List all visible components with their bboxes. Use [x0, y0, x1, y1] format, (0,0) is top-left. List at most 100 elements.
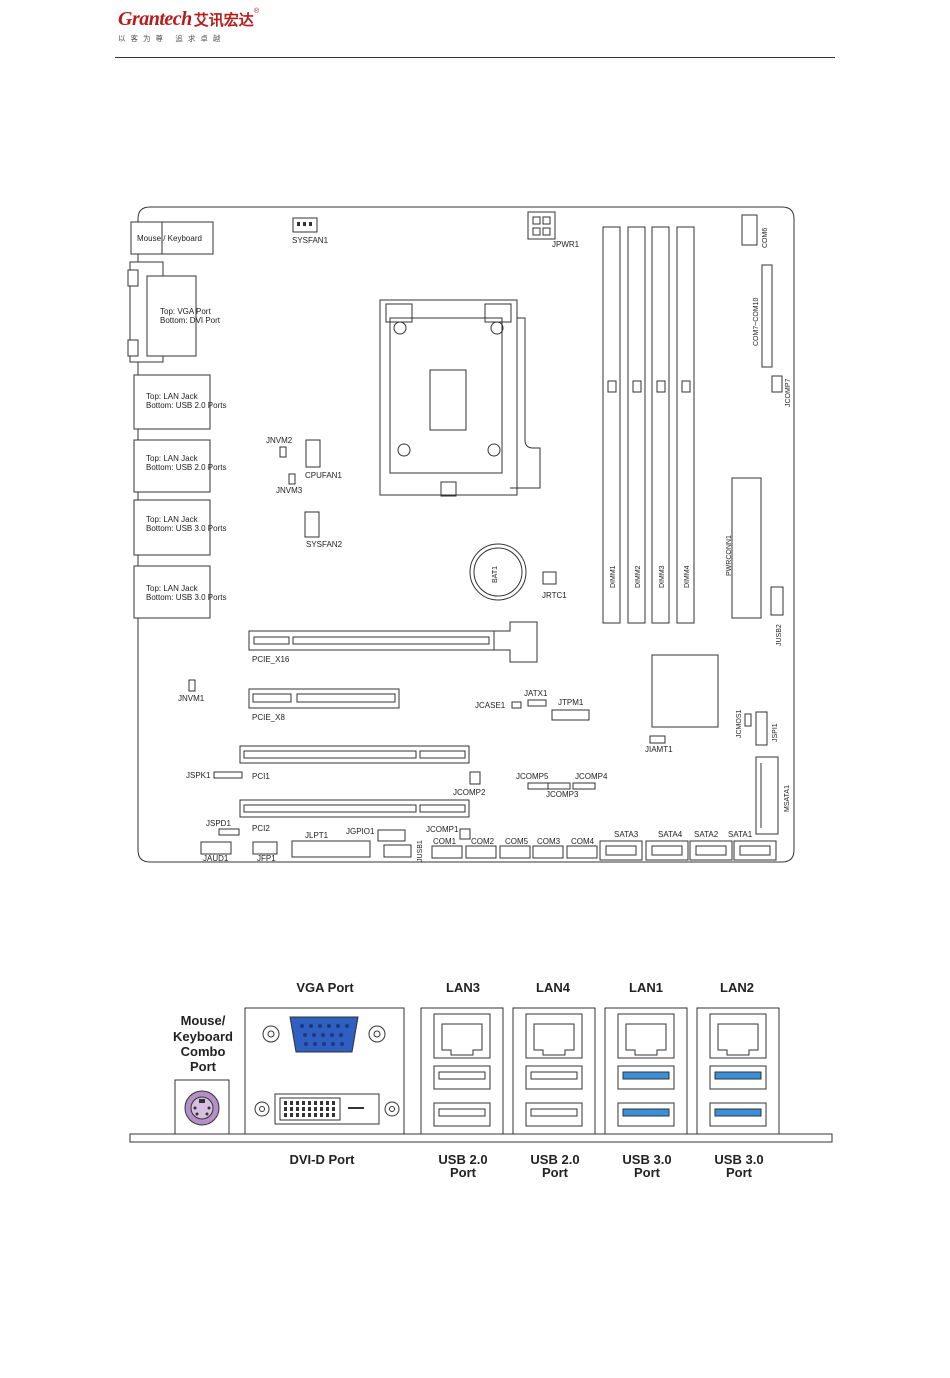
com5-label: COM5 [505, 837, 529, 846]
com6-header [741, 214, 758, 246]
lan-stack-4-bottom: Bottom: USB 3.0 Ports [146, 593, 226, 602]
lan4-title: LAN4 [536, 980, 571, 995]
sata1-label: SATA1 [728, 830, 753, 839]
dimm1-label: DIMM1 [610, 565, 617, 588]
bat1-label: BAT1 [492, 566, 499, 583]
lan1-title: LAN1 [629, 980, 663, 995]
pci2-slot [239, 799, 470, 818]
ps2-label: Mouse / Keyboard [137, 234, 202, 243]
jspk1-label: JSPK1 [186, 771, 211, 780]
jgpio1-label: JGPIO1 [346, 827, 375, 836]
lan4-usb20-stack [512, 1007, 596, 1135]
lan-stack-1-bottom: Bottom: USB 2.0 Ports [146, 401, 226, 410]
jrtc1-label: JRTC1 [542, 591, 567, 600]
ps2-title-line1: Mouse/ [181, 1013, 226, 1028]
msata1-label: MSATA1 [784, 785, 791, 812]
jcomp3-label: JCOMP3 [546, 790, 579, 799]
sata2-label: SATA2 [694, 830, 719, 839]
jspd1-header [218, 828, 240, 836]
dimm3-slot [651, 226, 670, 624]
jrtc1-jumper [542, 571, 557, 585]
jcase1-header [511, 701, 522, 709]
jfp1-header [252, 841, 278, 855]
jcomp4-label: JCOMP4 [575, 772, 608, 781]
lan-stack-3-bottom: Bottom: USB 3.0 Ports [146, 524, 226, 533]
brand-name: Grantech [118, 8, 192, 30]
com4-header [566, 845, 598, 859]
ps2-title-line2: Keyboard [173, 1029, 233, 1044]
jusb1-label: JUSB1 [417, 840, 424, 862]
lan-stack-4 [133, 565, 211, 619]
lan-stack-1-top: Top: LAN Jack [146, 392, 199, 401]
com7-10-label: COM7~COM10 [753, 297, 760, 346]
cpu-socket [379, 299, 541, 497]
usb20-b-title-line2: Port [542, 1165, 569, 1180]
usb30-a-title-line2: Port [634, 1165, 661, 1180]
jcomp2-label: JCOMP2 [453, 788, 486, 797]
jspk1-header [213, 771, 243, 779]
jspi1-label: JSPI1 [772, 723, 779, 742]
jlpt1-label: JLPT1 [305, 831, 329, 840]
lan-stack-2-bottom: Bottom: USB 2.0 Ports [146, 463, 226, 472]
lan-stack-2 [133, 439, 211, 493]
bat1-battery [469, 543, 527, 601]
lan-stack-1 [133, 374, 211, 430]
com6-label: COM6 [762, 228, 769, 248]
pcie-x8-label: PCIE_X8 [252, 713, 285, 722]
pwrconn1-label: PWRCONN1 [726, 535, 733, 576]
com5-header [499, 845, 531, 859]
jnvm2-label: JNVM2 [266, 436, 293, 445]
ps2-connector [130, 221, 214, 255]
jnvm3-jumper [288, 473, 296, 485]
jcomp1-header [459, 828, 471, 840]
header-divider [115, 57, 835, 58]
jlpt1-connector [291, 840, 371, 858]
jtpm1-header [551, 709, 590, 721]
com2-label: COM2 [471, 837, 495, 846]
jcomp2-header [469, 771, 481, 785]
jcomp3-header [547, 782, 571, 790]
dimm4-label: DIMM4 [684, 565, 691, 588]
jpwr1-label: JPWR1 [552, 240, 580, 249]
com4-label: COM4 [571, 837, 595, 846]
lan-stack-3 [133, 499, 211, 556]
jnvm1-label: JNVM1 [178, 694, 205, 703]
usb20-a-title-line1: USB 2.0 [438, 1152, 487, 1167]
com7-10-header [761, 264, 773, 368]
sata4-label: SATA4 [658, 830, 683, 839]
sysfan1-label: SYSFAN1 [292, 236, 329, 245]
jspi1-header [755, 711, 768, 746]
jaud1-header [200, 841, 232, 855]
io-panel-baseline [129, 1133, 833, 1143]
lan2-usb30-stack [696, 1007, 780, 1135]
com3-label: COM3 [537, 837, 561, 846]
usb20-a-title-line2: Port [450, 1165, 477, 1180]
lan1-usb30-stack [604, 1007, 688, 1135]
com3-header [532, 845, 564, 859]
jaud1-label: JAUD1 [203, 854, 229, 863]
lan-stack-3-top: Top: LAN Jack [146, 515, 199, 524]
lan3-title: LAN3 [446, 980, 480, 995]
jfp1-label: JFP1 [257, 854, 276, 863]
vga-bottom-label: Bottom: DVI Port [160, 316, 221, 325]
brand-name-cn: 艾讯宏达 [193, 11, 254, 29]
lan3-usb20-stack [420, 1007, 504, 1135]
jiamt1-jumper [649, 735, 666, 744]
sysfan2-label: SYSFAN2 [306, 540, 343, 549]
jspd1-label: JSPD1 [206, 819, 231, 828]
lan2-title: LAN2 [720, 980, 754, 995]
jcmos1-label: JCMOS1 [736, 710, 743, 739]
jiamt1-label: JIAMT1 [645, 745, 673, 754]
jnvm3-label: JNVM3 [276, 486, 303, 495]
jcomp5-label: JCOMP5 [516, 772, 549, 781]
ps2-title-line4: Port [190, 1059, 217, 1074]
chipset [651, 654, 719, 728]
usb30-a-title-line1: USB 3.0 [622, 1152, 671, 1167]
dvi-port-title: DVI-D Port [290, 1152, 356, 1167]
jusb2-label: JUSB2 [776, 624, 783, 646]
jcomp1-label: JCOMP1 [426, 825, 459, 834]
usb30-b-title-line1: USB 3.0 [714, 1152, 763, 1167]
